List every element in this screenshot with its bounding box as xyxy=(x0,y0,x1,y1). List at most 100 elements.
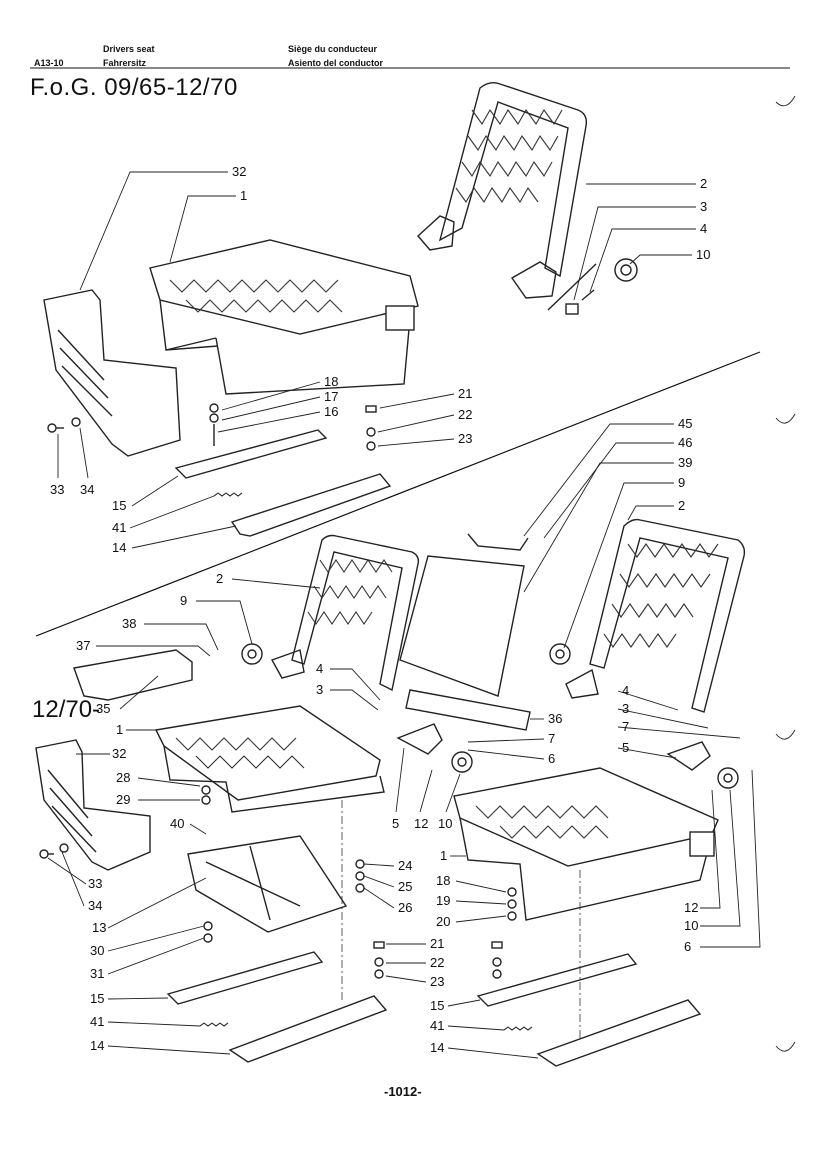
callout-35: 35 xyxy=(96,701,110,716)
header-de: Fahrersitz xyxy=(103,58,147,68)
seat-runner-lever-top xyxy=(230,473,392,537)
callout-2: 2 xyxy=(700,176,707,191)
adjuster-knob-lower-right xyxy=(717,767,739,789)
binding-mark xyxy=(775,413,796,424)
callout-6: 6 xyxy=(548,751,555,766)
callout-34: 34 xyxy=(80,482,94,497)
cover-strip xyxy=(405,689,531,731)
leader-line-23 xyxy=(385,975,427,983)
callout-16: 16 xyxy=(324,404,338,419)
leader-line-15 xyxy=(107,997,169,1000)
leader-line-4 xyxy=(330,668,381,701)
callout-15: 15 xyxy=(90,991,104,1006)
hinge-bracket-left xyxy=(396,723,443,755)
callout-31: 31 xyxy=(90,966,104,981)
page-title: F.o.G. 09/65-12/70 xyxy=(30,74,238,101)
leader-line-45 xyxy=(523,423,674,537)
leader-line-2 xyxy=(627,505,674,521)
leader-line-28 xyxy=(137,777,201,787)
leader-line-6 xyxy=(467,749,545,760)
leader-line-37 xyxy=(96,645,211,657)
leader-line-33 xyxy=(47,857,87,885)
callout-33: 33 xyxy=(50,482,64,497)
header-ref: A13-10 xyxy=(34,58,64,68)
callout-1: 1 xyxy=(116,722,123,737)
spring-bottom-left xyxy=(199,1022,229,1027)
callout-9: 9 xyxy=(678,475,685,490)
callout-7: 7 xyxy=(622,719,629,734)
leader-line-38 xyxy=(144,623,219,651)
section-divider xyxy=(35,351,761,637)
binding-mark xyxy=(775,729,796,740)
callout-21: 21 xyxy=(430,936,444,951)
leader-line-10 xyxy=(445,773,461,813)
leader-line-9 xyxy=(563,482,674,649)
leader-line-14 xyxy=(107,1045,231,1055)
spring-bottom-right xyxy=(503,1026,533,1031)
leader-line-3 xyxy=(617,708,709,729)
leader-line-4 xyxy=(589,228,696,293)
header-fr: Siège du conducteur xyxy=(288,44,378,54)
leader-line-35 xyxy=(119,675,159,710)
leader-line-46 xyxy=(543,442,674,539)
callout-39: 39 xyxy=(678,455,692,470)
leader-line-31 xyxy=(107,937,205,975)
leader-line-20 xyxy=(455,915,507,923)
leader-line-23 xyxy=(377,438,455,447)
leader-line-18 xyxy=(221,381,321,411)
callout-4: 4 xyxy=(700,221,707,236)
leader-line-22 xyxy=(377,414,455,433)
backrest-panel xyxy=(399,555,525,697)
callout-26: 26 xyxy=(398,900,412,915)
callout-14: 14 xyxy=(430,1040,444,1055)
callout-23: 23 xyxy=(458,431,472,446)
leader-line-40 xyxy=(189,823,207,835)
callout-3: 3 xyxy=(622,701,629,716)
leader-line-1 xyxy=(169,195,236,263)
backrest-frame-left xyxy=(270,534,420,692)
callout-6: 6 xyxy=(684,939,691,954)
bolt-set-b-top xyxy=(365,405,377,451)
side-trim-top xyxy=(43,289,181,457)
leader-line-3 xyxy=(330,689,379,711)
bolt-set-21-23-left xyxy=(373,941,385,979)
callout-41: 41 xyxy=(90,1014,104,1029)
callout-12: 12 xyxy=(414,816,428,831)
seat-frame-left xyxy=(154,705,385,813)
washer-top xyxy=(71,417,81,427)
leader-lines xyxy=(47,171,761,1059)
leader-line-19 xyxy=(455,900,507,905)
binding-mark xyxy=(775,95,796,107)
callout-5: 5 xyxy=(392,816,399,831)
leader-line-7 xyxy=(617,726,741,739)
washer-bottom xyxy=(59,843,69,853)
callout-40: 40 xyxy=(170,816,184,831)
leader-line-18 xyxy=(455,880,507,893)
callout-33: 33 xyxy=(88,876,102,891)
callout-32: 32 xyxy=(232,164,246,179)
clip-top xyxy=(581,289,595,301)
leader-line-5 xyxy=(617,747,677,759)
callout-3: 3 xyxy=(316,682,323,697)
callout-19: 19 xyxy=(436,893,450,908)
callout-7: 7 xyxy=(548,731,555,746)
leader-line-41 xyxy=(107,1021,201,1027)
screw-bottom xyxy=(39,849,54,859)
leader-line-10 xyxy=(700,789,741,927)
leader-line-13 xyxy=(107,877,207,929)
callout-38: 38 xyxy=(122,616,136,631)
seat-frame-top xyxy=(149,239,419,395)
height-adjuster-frame xyxy=(187,835,348,933)
adjuster-knob-top xyxy=(614,258,638,282)
leader-line-14 xyxy=(131,525,237,549)
leader-line-14 xyxy=(447,1047,539,1059)
binding-mark xyxy=(775,1041,796,1052)
leader-line-12 xyxy=(419,769,433,813)
backrest-frame-top xyxy=(417,81,588,299)
callout-1: 1 xyxy=(440,848,447,863)
callout-37: 37 xyxy=(76,638,90,653)
callout-32: 32 xyxy=(112,746,126,761)
seat-runner-bottom-right xyxy=(476,953,638,1007)
seat-runner-bottom-left xyxy=(166,951,324,1005)
bolt-set-21-23-right xyxy=(491,941,503,979)
